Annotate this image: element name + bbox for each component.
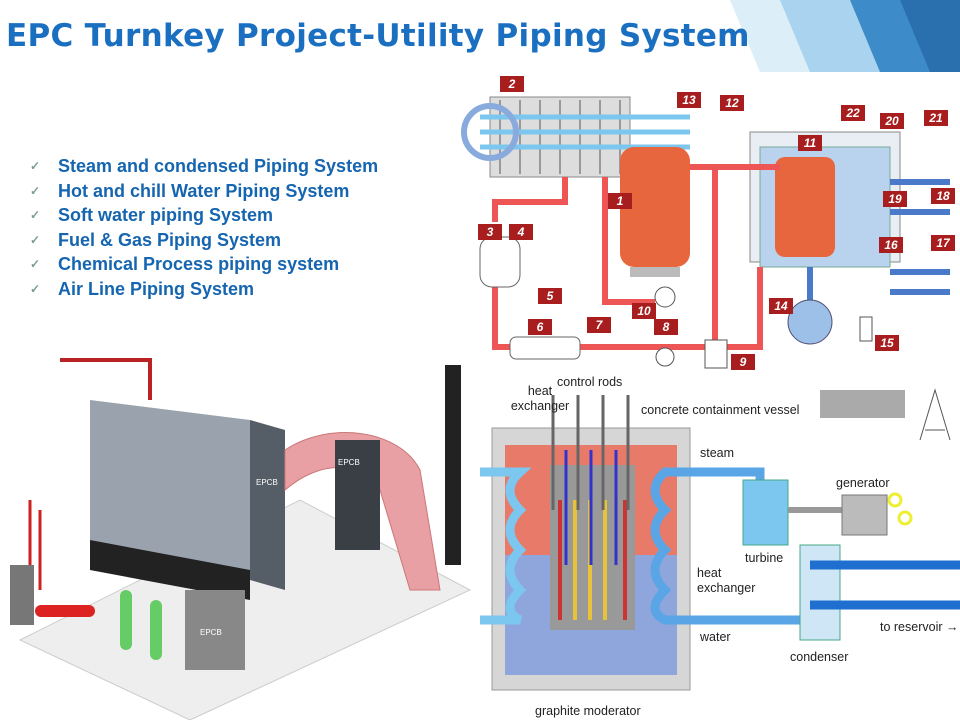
epcb-label: EPCB [200,628,222,637]
callout-20: 20 [880,113,904,129]
steam-label: steam [700,446,735,460]
to-reservoir-label: to reservoir → [880,620,959,634]
list-item: ✓Soft water piping System [30,203,378,228]
callout-3: 3 [478,224,502,240]
callout-17: 17 [931,235,955,251]
check-icon: ✓ [30,281,41,296]
heat-exchanger-label: heat exchanger [697,566,756,595]
callout-15: 15 [875,335,899,351]
containment-label: concrete containment vessel [641,403,800,417]
callout-10: 10 [632,303,656,319]
turbine-label: turbine [745,551,784,565]
epcb-label: EPCB [256,478,278,487]
water-label: water [700,630,731,644]
graphite-moderator-label: graphite moderator [535,704,641,718]
callout-14: 14 [769,298,793,314]
callout-12: 12 [720,95,744,111]
callout-2: 2 [500,76,524,92]
callout-7: 7 [587,317,611,333]
boiler-illustration: EPCB EPCB EPCB [10,358,472,720]
check-icon: ✓ [30,208,41,223]
callout-6: 6 [528,319,552,335]
callout-21: 21 [924,110,948,126]
check-icon: ✓ [30,257,41,272]
check-icon: ✓ [30,183,41,198]
boiler-system-diagram [461,96,950,369]
page-title: EPC Turnkey Project-Utility Piping Syste… [6,18,750,54]
callout-19: 19 [883,191,907,207]
callout-16: 16 [879,237,903,253]
check-icon: ✓ [30,159,41,173]
callout-5: 5 [538,288,562,304]
list-item: ✓Fuel & Gas Piping System [30,228,378,253]
corner-decoration [730,0,960,72]
control-rods-label: control rods [557,375,623,389]
callout-8: 8 [654,319,678,335]
epcb-label: EPCB [338,458,360,467]
bullet-list: ✓Steam and condensed Piping System ✓Hot … [30,154,378,302]
list-item: ✓Chemical Process piping system [30,252,378,277]
condenser-label: condenser [790,650,849,664]
callout-9: 9 [731,354,755,370]
generator-label: generator [836,476,890,490]
callout-13: 13 [677,92,701,108]
callout-22: 22 [841,105,865,121]
list-item: ✓Steam and condensed Piping System [30,154,378,179]
reactor-diagram [480,388,960,691]
callout-18: 18 [931,188,955,204]
callout-11: 11 [798,135,822,151]
callout-1: 1 [608,193,632,209]
list-item: ✓Air Line Piping System [30,277,378,302]
list-item: ✓Hot and chill Water Piping System [30,179,378,204]
check-icon: ✓ [30,232,41,247]
callout-4: 4 [509,224,533,240]
heat-exchanger-label: heat exchanger [510,384,570,413]
